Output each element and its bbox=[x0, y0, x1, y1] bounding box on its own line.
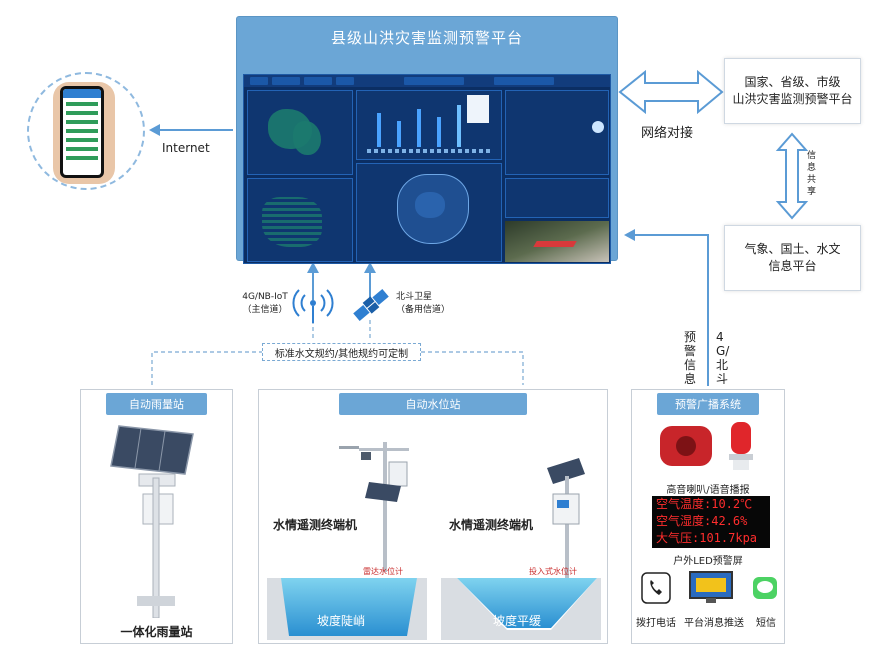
led-line-pressure: 大气压:101.7kpa bbox=[656, 531, 758, 545]
warning-info-label: 预警信息 bbox=[684, 330, 697, 386]
dashboard-panel-stations bbox=[505, 90, 609, 175]
internet-label: Internet bbox=[162, 141, 210, 155]
submersible-station-illustration bbox=[547, 458, 585, 580]
water-channels bbox=[267, 578, 601, 640]
national-platform-label: 国家、省级、市级 山洪灾害监测预警平台 bbox=[732, 75, 853, 106]
dashboard-panel-chart bbox=[356, 90, 502, 160]
platform-screen: 县级山洪灾害监测预警平台 bbox=[237, 17, 617, 264]
satellite-icon bbox=[353, 288, 389, 322]
water-station-header: 自动水位站 bbox=[339, 393, 527, 415]
right-bank-label: 坡度平缓 bbox=[493, 614, 542, 628]
internet-arrowhead bbox=[149, 124, 160, 136]
speaker-caption: 高音喇叭/语音播报 bbox=[666, 485, 750, 496]
dashboard-screenshot bbox=[243, 74, 611, 264]
sms-caption: 短信 bbox=[756, 618, 776, 629]
rain-station-header: 自动雨量站 bbox=[106, 393, 207, 415]
right-sensor-label: 投入式水位计 bbox=[529, 567, 577, 576]
dashboard-video-feed bbox=[505, 221, 609, 262]
info-share-double-arrow bbox=[775, 132, 809, 220]
channel-backup-arrowhead bbox=[364, 262, 376, 273]
alarm-system-header-label: 预警广播系统 bbox=[675, 398, 741, 411]
push-caption: 平台消息推送 bbox=[684, 618, 744, 629]
water-station-panel: 自动水位站 水情遥测终端机 雷达水位计 水情遥测终端机 投入式水位计 坡度陡峭 … bbox=[258, 389, 608, 644]
warning-arrow bbox=[632, 234, 709, 386]
dashboard-panel-map bbox=[356, 163, 502, 262]
national-platform-box: 国家、省级、市级 山洪灾害监测预警平台 bbox=[724, 58, 861, 124]
beidou-label: 4G/北斗 bbox=[716, 330, 730, 386]
monitor-icon bbox=[689, 571, 733, 603]
left-bank-label: 坡度陡峭 bbox=[317, 614, 366, 628]
network-link-label: 网络对接 bbox=[641, 126, 694, 141]
right-terminal-label: 水情遥测终端机 bbox=[449, 518, 534, 532]
phone-circle bbox=[27, 72, 145, 190]
speaker-icon bbox=[660, 426, 712, 466]
rain-station-panel: 自动雨量站 一体化雨量站 bbox=[80, 389, 233, 644]
phone-screen bbox=[60, 86, 104, 178]
network-double-arrow bbox=[618, 69, 724, 115]
radar-station-illustration bbox=[339, 442, 409, 572]
led-screen: 空气温度:10.2℃ 空气湿度:42.6% 大气压:101.7kpa bbox=[652, 496, 770, 548]
rain-station-header-label: 自动雨量站 bbox=[129, 398, 184, 411]
platform-title: 县级山洪灾害监测预警平台 bbox=[330, 29, 523, 47]
info-platform-label: 气象、国土、水文 信息平台 bbox=[744, 242, 841, 273]
alarm-system-panel: 预警广播系统 高音喇叭/语音播报 空气温度:10.2℃ 空气湿度:42.6% 大… bbox=[631, 389, 785, 644]
channel-main-arrowhead bbox=[307, 262, 319, 273]
phone-call-icon bbox=[641, 572, 671, 604]
channel-main-label: 4G/NB-IoT （主信道） bbox=[242, 292, 288, 315]
led-line-humidity: 空气湿度:42.6% bbox=[656, 514, 748, 528]
rain-gauge-illustration bbox=[110, 425, 194, 618]
signal-icon bbox=[292, 289, 334, 323]
rain-station-caption: 一体化雨量站 bbox=[120, 625, 193, 639]
sms-icon bbox=[753, 577, 777, 599]
protocol-box: 标准水文规约/其他规约可定制 bbox=[262, 343, 421, 361]
led-line-temp: 空气温度:10.2℃ bbox=[656, 497, 753, 511]
water-station-header-label: 自动水位站 bbox=[405, 398, 461, 411]
info-platform-box: 气象、国土、水文 信息平台 bbox=[724, 225, 861, 291]
channel-backup-label: 北斗卫星 （备用信道） bbox=[396, 292, 451, 315]
info-share-label: 信息共享 bbox=[807, 151, 817, 197]
dashboard-panel-rain bbox=[247, 90, 353, 175]
alarm-light-icon bbox=[729, 422, 753, 470]
phone-call-caption: 拨打电话 bbox=[636, 618, 676, 629]
protocol-dashed-line bbox=[151, 351, 524, 385]
protocol-label: 标准水文规约/其他规约可定制 bbox=[274, 348, 409, 360]
led-caption: 户外LED预警屏 bbox=[673, 556, 743, 567]
alarm-system-header: 预警广播系统 bbox=[657, 393, 759, 415]
left-terminal-label: 水情遥测终端机 bbox=[273, 518, 358, 532]
left-sensor-label: 雷达水位计 bbox=[363, 567, 403, 576]
warning-arrowhead bbox=[624, 229, 635, 241]
